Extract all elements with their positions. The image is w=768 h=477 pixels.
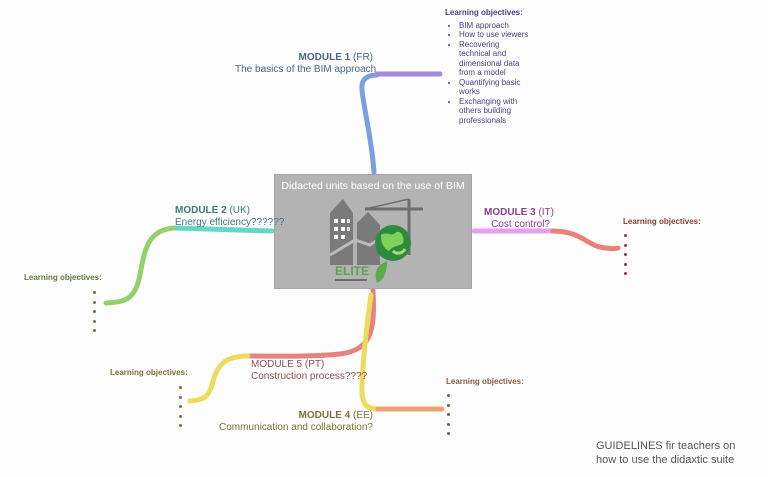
bullet-point xyxy=(93,319,96,323)
module-2-node[interactable]: MODULE 2 (UK) Energy efficiency?????? xyxy=(175,205,284,228)
bullet-point xyxy=(179,405,182,408)
bullet-point xyxy=(93,300,96,304)
module-3-subtitle: Cost control? xyxy=(491,219,550,230)
module-3-objectives-heading: Learning objectives: xyxy=(623,217,701,226)
module-5-objectives-branch xyxy=(187,353,251,404)
module-1-objectives-list: BIM approach How to use viewers Recoveri… xyxy=(445,21,530,126)
bullet-point xyxy=(447,394,450,397)
module-2-learning-objectives[interactable]: Learning objectives: xyxy=(24,273,102,339)
module-2-title: MODULE 2 (UK) xyxy=(175,205,251,216)
module-4-title: MODULE 4 (EE) xyxy=(298,410,373,421)
module-4-branch xyxy=(359,292,381,412)
central-topic[interactable]: Didacted units based on the use of BIM E… xyxy=(274,174,472,289)
module-5-objectives-bullets xyxy=(179,386,188,427)
objective-item: Quantifying basic works xyxy=(459,78,530,97)
module-2-branch xyxy=(171,225,275,234)
bullet-point xyxy=(93,310,96,313)
bullet-point xyxy=(447,432,450,435)
bullet-point xyxy=(93,291,96,294)
module-5-title: MODULE 5 (PT) xyxy=(251,359,325,370)
objective-item: Recovering technical and dimensional dat… xyxy=(459,40,530,78)
bullet-point xyxy=(624,262,627,266)
module-5-subtitle: Construction process???? xyxy=(251,371,368,382)
bullet-point xyxy=(179,424,182,427)
bullet-point xyxy=(624,234,627,237)
module-4-objectives-heading: Learning objectives: xyxy=(446,377,524,386)
guidelines-note[interactable]: GUIDELINES fir teachers on how to use th… xyxy=(596,440,766,467)
bullet-point xyxy=(179,414,182,418)
bullet-point xyxy=(624,253,627,256)
module-2-objectives-bullets xyxy=(93,291,102,332)
guidelines-line-1: GUIDELINES fir teachers on xyxy=(596,440,736,452)
module-3-title: MODULE 3 (IT) xyxy=(484,207,554,218)
bullet-point xyxy=(179,386,182,389)
module-4-learning-objectives[interactable]: Learning objectives: xyxy=(446,377,524,442)
module-4-node[interactable]: MODULE 4 (EE) Communication and collabor… xyxy=(210,410,373,433)
bullet-point xyxy=(447,413,450,416)
central-topic-title: Didacted units based on the use of BIM xyxy=(281,180,465,192)
guidelines-line-2: how to use the didaxtic suite xyxy=(596,453,735,466)
module-1-branch xyxy=(359,72,380,176)
module-3-objectives-branch xyxy=(550,228,621,252)
module-4-subtitle: Communication and collaboration? xyxy=(219,422,373,433)
elite-logo-text: ELITE xyxy=(335,264,369,278)
bullet-point xyxy=(624,272,627,275)
module-5-objectives-heading: Learning objectives: xyxy=(110,368,188,377)
objective-item: Exchanging with others building professi… xyxy=(459,97,530,126)
module-5-learning-objectives[interactable]: Learning objectives: xyxy=(110,368,188,434)
module-3-node[interactable]: MODULE 3 (IT) Cost control? xyxy=(484,207,554,230)
module-3-learning-objectives[interactable]: Learning objectives: xyxy=(623,217,701,282)
module-2-objectives-branch xyxy=(103,225,177,306)
module-5-branch xyxy=(245,287,376,359)
module-4-objectives-bullets xyxy=(447,394,524,435)
bullet-point xyxy=(179,395,182,399)
module-1-subtitle: The basics of the BIM approach xyxy=(235,64,377,75)
bullet-point xyxy=(624,243,627,247)
elite-logo: ELITE xyxy=(329,198,423,283)
module-1-node[interactable]: MODULE 1 (FR) The basics of the BIM appr… xyxy=(235,52,377,75)
objective-item: BIM approach xyxy=(459,21,530,31)
module-2-subtitle: Energy efficiency?????? xyxy=(175,217,285,228)
module-1-title: MODULE 1 (FR) xyxy=(298,52,373,63)
module-3-objectives-bullets xyxy=(624,234,701,275)
module-1-learning-objectives[interactable]: Learning objectives: BIM approach How to… xyxy=(445,8,530,125)
module-1-objectives-heading: Learning objectives: xyxy=(445,8,523,17)
bullet-point xyxy=(93,329,96,332)
module-5-node[interactable]: MODULE 5 (PT) Construction process???? xyxy=(251,359,367,382)
objective-item: How to use viewers xyxy=(459,30,530,40)
bullet-point xyxy=(447,422,450,426)
module-2-objectives-heading: Learning objectives: xyxy=(24,273,102,282)
bullet-point xyxy=(447,403,450,407)
